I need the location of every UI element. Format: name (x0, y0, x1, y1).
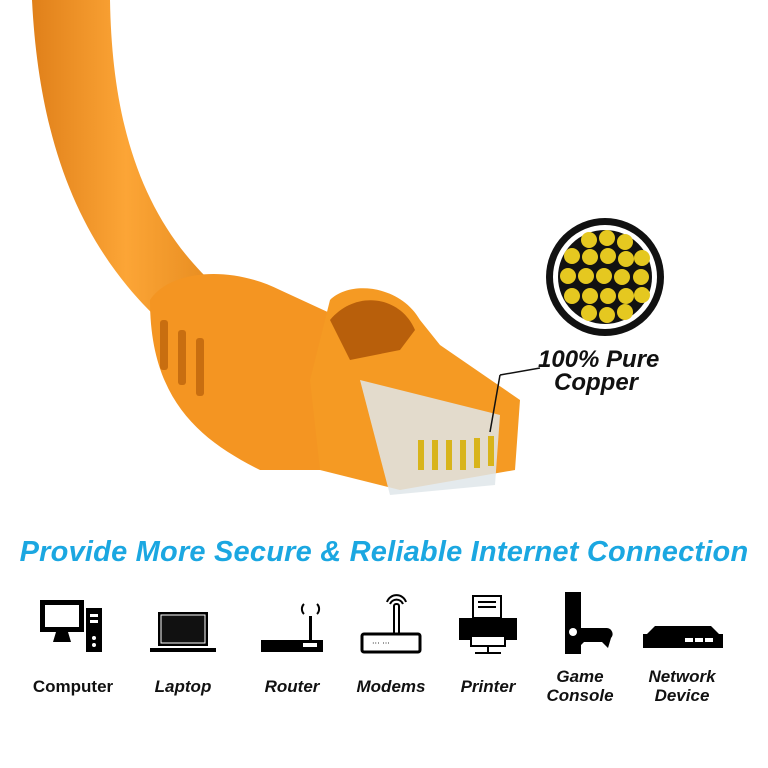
headline: Provide More Secure & Reliable Internet … (19, 536, 749, 568)
device-label: Game (556, 667, 604, 686)
copper-line2: Copper (554, 369, 638, 396)
device-computer: Computer (23, 590, 123, 706)
device-label: Laptop (154, 676, 212, 696)
device-label: Network (648, 667, 716, 686)
device-label: Router (264, 676, 320, 696)
computer-icon (40, 600, 102, 652)
game-console-icon (565, 592, 613, 654)
device-label: Printer (460, 676, 516, 696)
modem-icon: ··· ··· (360, 594, 422, 654)
device-modem: ··· ··· Modems (341, 590, 441, 706)
device-label: Computer (32, 676, 114, 696)
copper-feature-label: 100% Pure Copper (538, 346, 660, 396)
svg-text:··· ···: ··· ··· (372, 639, 390, 648)
device-label-line2: Console (546, 686, 614, 705)
device-label: Modems (356, 676, 426, 696)
ethernet-cable-illustration (32, 0, 664, 495)
laptop-icon (150, 612, 216, 652)
device-label-line2: Device (654, 686, 710, 705)
printer-icon (459, 595, 517, 654)
copper-line1: 100% Pure (538, 346, 660, 373)
network-device-icon (643, 626, 723, 648)
device-router: Router (242, 590, 342, 706)
router-icon (261, 603, 323, 652)
copper-core-icon (546, 218, 664, 336)
boot (150, 273, 345, 470)
device-laptop: Laptop (133, 590, 233, 706)
device-printer: Printer (438, 590, 538, 706)
cable (32, 0, 220, 330)
